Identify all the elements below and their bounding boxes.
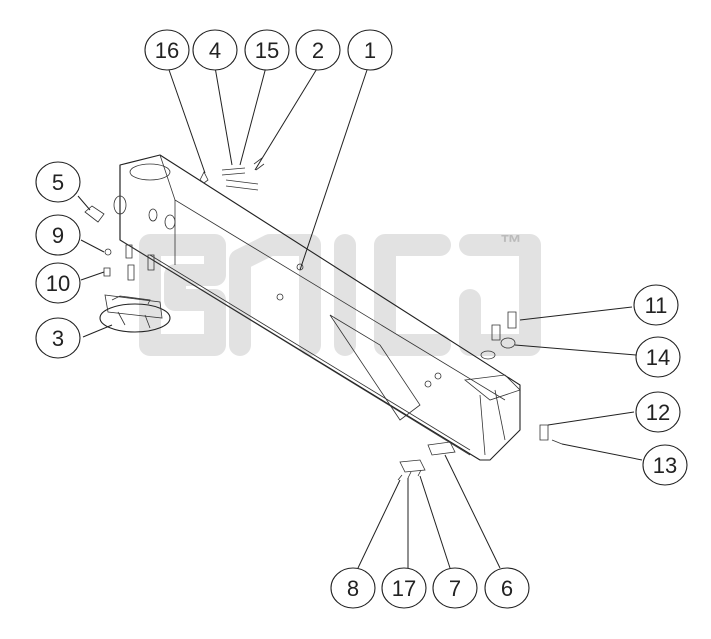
callout-8: 8 [330,567,376,609]
callout-4: 4 [192,29,238,71]
callout-1: 1 [347,29,393,71]
callout-9: 9 [35,214,81,256]
right-side-parts [480,311,563,445]
leader-lines [77,66,643,569]
svg-text:7: 7 [449,576,461,601]
left-small-parts [84,205,155,281]
svg-text:3: 3 [52,326,64,351]
bottom-parts [397,441,456,481]
callout-13: 13 [642,444,688,486]
callout-17: 17 [381,567,427,609]
callout-2: 2 [295,29,341,71]
svg-text:16: 16 [155,38,179,63]
svg-text:12: 12 [646,400,670,425]
callout-7: 7 [432,567,478,609]
svg-text:8: 8 [347,576,359,601]
svg-text:10: 10 [46,271,70,296]
callout-15: 15 [244,29,290,71]
svg-text:9: 9 [52,223,64,248]
callout-10: 10 [35,262,81,304]
svg-text:2: 2 [312,38,324,63]
callout-16: 16 [144,29,190,71]
trademark-symbol: ™ [500,230,522,255]
svg-text:1: 1 [364,38,376,63]
callout-11: 11 [633,284,679,326]
svg-text:6: 6 [501,576,513,601]
svg-text:4: 4 [209,38,221,63]
top-pins [199,157,265,191]
swivel-plate [99,294,171,333]
callout-3: 3 [35,317,81,359]
callout-5: 5 [35,161,81,203]
svg-text:14: 14 [646,345,670,370]
callout-14: 14 [635,336,681,378]
svg-text:5: 5 [52,170,64,195]
watermark-logo: ™ [139,230,541,356]
svg-text:17: 17 [392,576,416,601]
svg-text:11: 11 [645,293,668,318]
svg-text:13: 13 [653,453,677,478]
main-beam [113,154,521,461]
svg-text:15: 15 [255,38,279,63]
callout-12: 12 [635,391,681,433]
callout-6: 6 [484,567,530,609]
